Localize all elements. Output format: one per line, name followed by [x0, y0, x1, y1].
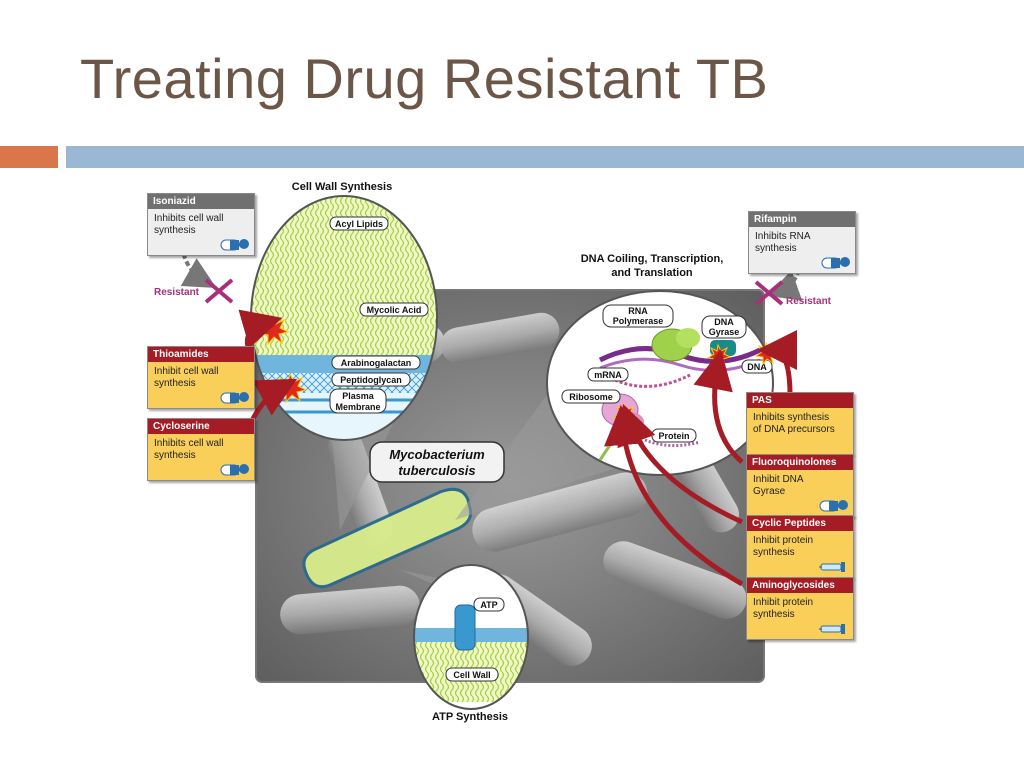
label-mrna: mRNA	[594, 370, 622, 380]
label-membrane: Membrane	[335, 402, 380, 412]
arrow-fluoroquinolones	[693, 349, 744, 464]
drug-name-rifampin: Rifampin	[749, 212, 855, 227]
label-acyl-lipids: Acyl Lipids	[335, 219, 383, 229]
drug-arrows	[238, 309, 798, 587]
cell-wall-labels: Acyl Lipids Mycolic Acid Arabinogalactan…	[329, 216, 429, 414]
syringe-icon	[819, 624, 845, 634]
label-dna: DNA	[747, 362, 767, 372]
pill-icon	[220, 392, 249, 404]
label-peptidoglycan: Peptidoglycan	[340, 375, 402, 385]
dna-heading-line1: DNA Coiling, Transcription,	[581, 253, 724, 265]
drug-name-cyclic-peptides: Cyclic Peptides	[747, 516, 853, 531]
arrow-pas	[757, 330, 798, 396]
arrow-aminoglycosides	[604, 405, 744, 587]
label-plasma: Plasma	[342, 391, 375, 401]
drug-name-thioamides: Thioamides	[148, 347, 254, 362]
label-protein: Protein	[658, 431, 689, 441]
organism-label-line2: tuberculosis	[398, 463, 475, 478]
label-polymerase: Polymerase	[613, 316, 664, 326]
organism-label-line1: Mycobacterium	[389, 447, 485, 462]
atp-synthesis-heading: ATP Synthesis	[432, 711, 508, 723]
label-mycolic-acid: Mycolic Acid	[367, 305, 422, 315]
accent-bar-blue	[66, 146, 1024, 168]
accent-bar-orange	[0, 146, 58, 168]
drug-name-aminoglycosides: Aminoglycosides	[747, 578, 853, 593]
drug-name-cycloserine: Cycloserine	[148, 419, 254, 434]
dna-heading-line2: and Translation	[611, 267, 693, 279]
syringe-icon	[819, 562, 845, 572]
pill-icon	[821, 257, 850, 269]
pill-icon	[819, 500, 848, 512]
x-mark-rifampin	[754, 280, 784, 306]
drug-name-fluoroquinolones: Fluoroquinolones	[747, 455, 853, 470]
resistant-label-left: Resistant	[154, 287, 200, 298]
label-arabinogalactan: Arabinogalactan	[341, 358, 412, 368]
drug-name-isoniazid: Isoniazid	[148, 194, 254, 209]
label-rna: RNA	[628, 306, 648, 316]
label-ribosome: Ribosome	[569, 392, 613, 402]
cell-wall-synthesis-heading: Cell Wall Synthesis	[292, 181, 392, 193]
resistance-x-marks	[204, 278, 784, 306]
atp-labels: ATP Cell Wall	[445, 597, 505, 682]
label-dna-gyrase-2: Gyrase	[709, 327, 740, 337]
slide-title: Treating Drug Resistant TB	[80, 47, 769, 110]
drug-name-pas: PAS	[747, 393, 853, 408]
label-cell-wall: Cell Wall	[453, 670, 490, 680]
resistant-label-right: Resistant	[786, 296, 832, 307]
pill-icon	[220, 239, 249, 251]
dna-labels: RNA Polymerase DNA Gyrase mRNA DNA Ribos…	[561, 304, 773, 443]
x-mark-isoniazid	[204, 278, 234, 304]
label-atp: ATP	[480, 600, 497, 610]
organism-label-box	[369, 441, 505, 483]
label-dna-gyrase-1: DNA	[714, 317, 734, 327]
pill-icon	[220, 464, 249, 476]
atp-inset	[413, 564, 529, 710]
